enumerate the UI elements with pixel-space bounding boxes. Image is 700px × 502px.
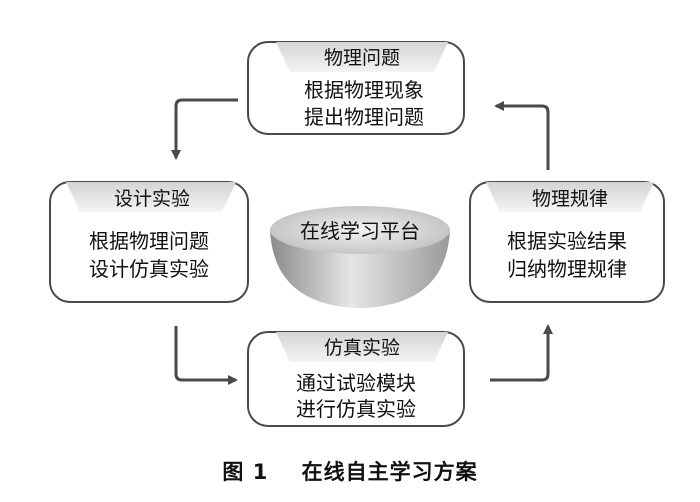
flow-arrows <box>171 98 553 385</box>
node-right: 物理规律 根据实验结果 归纳物理规律 <box>469 181 665 303</box>
node-left-tab-label: 设计实验 <box>114 188 190 210</box>
arrow-top-to-left <box>171 98 238 160</box>
arrow-left-to-bottom <box>174 326 238 385</box>
node-top-tab-label: 物理问题 <box>324 47 400 69</box>
node-left-line-1: 根据物理问题 <box>89 229 209 253</box>
center-label: 在线学习平台 <box>300 219 420 243</box>
node-bottom-tab <box>276 332 448 362</box>
node-right-line-1: 根据实验结果 <box>507 229 627 253</box>
node-top-line-1: 根据物理现象 <box>304 78 424 102</box>
node-bottom-tab-label: 仿真实验 <box>324 337 400 359</box>
node-right-tab-label: 物理规律 <box>532 188 608 210</box>
node-left-tab <box>66 182 236 212</box>
node-left: 设计实验 根据物理问题 设计仿真实验 <box>49 181 249 303</box>
figure-title: 在线自主学习方案 <box>301 460 478 484</box>
node-bottom-line-2: 进行仿真实验 <box>296 397 416 421</box>
center-platform: 在线学习平台 <box>270 206 450 308</box>
node-right-line-2: 归纳物理规律 <box>507 257 627 281</box>
node-bottom: 仿真实验 通过试验模块 进行仿真实验 <box>247 331 465 427</box>
bowl-rim <box>270 206 450 254</box>
node-left-line-2: 设计仿真实验 <box>89 257 209 281</box>
arrow-bottom-to-right <box>490 324 553 382</box>
figure-number: 图 1 <box>222 460 269 484</box>
arrow-right-to-top <box>494 101 550 170</box>
node-right-tab <box>486 182 654 212</box>
caption-gap <box>268 460 301 484</box>
workflow-diagram: 物理问题 根据物理现象 提出物理问题 设计实验 根据物理问题 设计仿真实验 物理… <box>49 41 665 427</box>
figure-caption: 图 1 在线自主学习方案 <box>0 456 700 486</box>
node-top: 物理问题 根据物理现象 提出物理问题 <box>247 41 465 135</box>
node-top-line-2: 提出物理问题 <box>304 105 424 129</box>
node-top-tab <box>276 42 448 72</box>
node-bottom-line-1: 通过试验模块 <box>296 371 416 395</box>
